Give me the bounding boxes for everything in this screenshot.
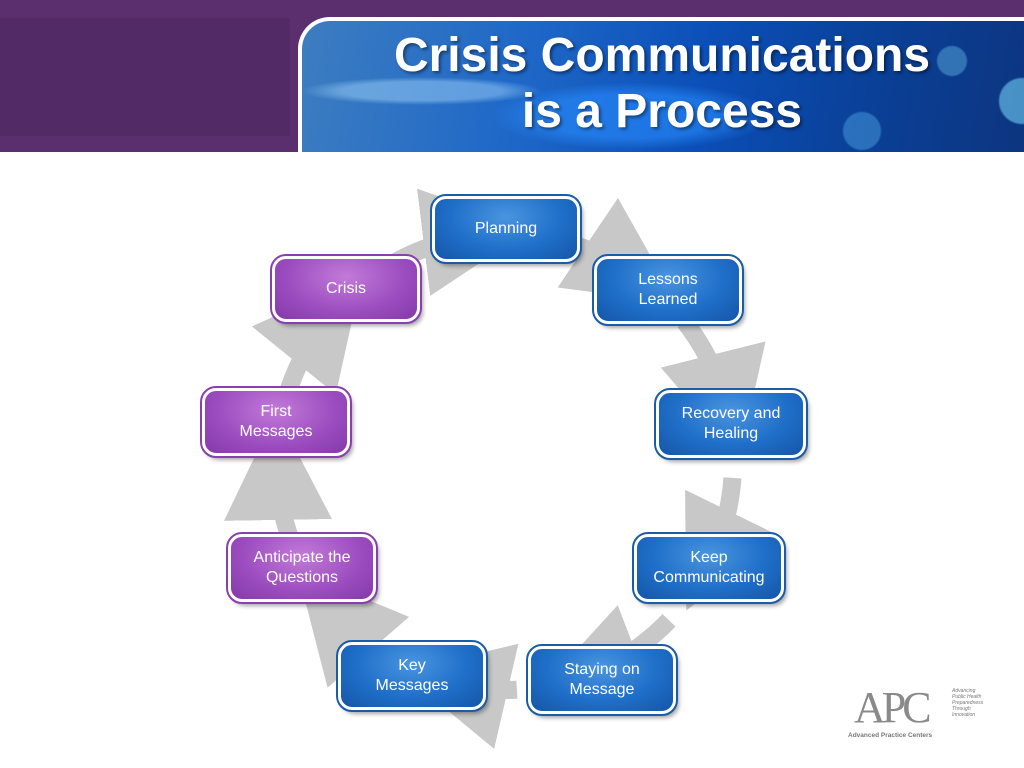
logo-mark: APC	[854, 683, 932, 732]
apc-logo: APC Advancing Public Health Preparedness…	[848, 686, 998, 746]
step-label: Anticipate the Questions	[253, 549, 351, 586]
step-planning: Planning	[430, 194, 582, 264]
header-bar: Crisis Communications is a Process	[0, 0, 1024, 152]
step-label: Key Messages	[375, 657, 449, 694]
cycle-arrow-segment	[251, 276, 362, 399]
step-anticipate-the-questions: Anticipate the Questions	[226, 532, 378, 604]
step-keep-communicating: Keep Communicating	[632, 532, 786, 604]
step-label: First Messages	[239, 403, 313, 440]
slide-title: Crisis Communications is a Process	[300, 28, 1024, 140]
step-label: Keep Communicating	[653, 549, 765, 586]
step-first-messages: First Messages	[200, 386, 352, 458]
step-label: Crisis	[326, 280, 366, 297]
step-label: Planning	[474, 220, 538, 237]
step-label: Lessons Learned	[638, 271, 698, 308]
step-lessons-learned: Lessons Learned	[592, 254, 744, 326]
title-line-2: is a Process	[521, 85, 803, 138]
step-label: Recovery and Healing	[681, 405, 781, 442]
step-staying-on-message: Staying on Message	[526, 644, 678, 716]
step-key-messages: Key Messages	[336, 640, 488, 712]
logo-caption: Advanced Practice Centers	[848, 732, 933, 739]
step-label: Staying on Message	[564, 661, 640, 698]
header-banner-image	[298, 17, 1024, 152]
step-crisis: Crisis	[270, 254, 422, 324]
step-recovery-and-healing: Recovery and Healing	[654, 388, 808, 460]
header-left-panel	[0, 18, 290, 136]
logo-tagline: Advancing Public Health Preparedness Thr…	[952, 688, 984, 718]
title-line-1: Crisis Communications	[393, 29, 931, 82]
